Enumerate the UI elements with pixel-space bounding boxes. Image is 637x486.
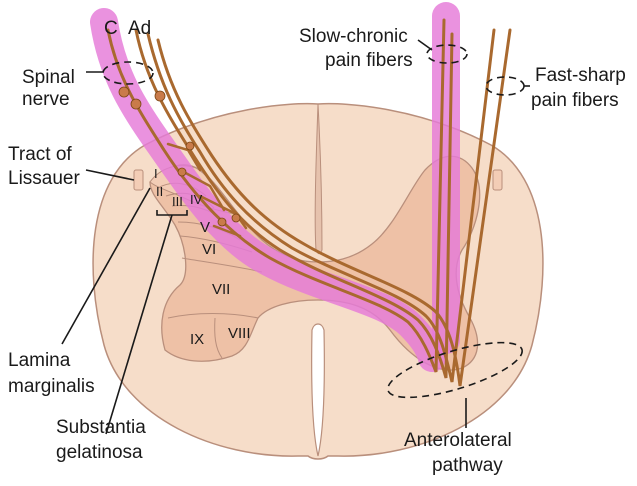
- substantia-gelatinosa-label-line1: Substantia: [56, 417, 146, 438]
- fast-sharp-label-line1: Fast-sharp: [535, 65, 626, 86]
- tract-of-lissauer-marker-right: [493, 170, 502, 190]
- slow-chronic-label-line1: Slow-chronic: [299, 26, 408, 47]
- fast-sharp-label-line2: pain fibers: [531, 90, 619, 111]
- fiber-c-label: C: [104, 18, 118, 39]
- anterolateral-pathway-label-line1: Anterolateral: [404, 430, 512, 451]
- tract-of-lissauer-label-line1: Tract of: [8, 144, 72, 165]
- lamina-6: VI: [202, 241, 216, 258]
- spinal-nerve-label-line2: nerve: [22, 89, 70, 110]
- fast-sharp-marker: [486, 77, 524, 95]
- lamina-3: III: [172, 194, 183, 209]
- anterolateral-pathway-label-line2: pathway: [432, 455, 503, 476]
- lamina-5: V: [200, 219, 210, 236]
- substantia-gelatinosa-label-line2: gelatinosa: [56, 442, 143, 463]
- lamina-marginalis-label-line1: Lamina: [8, 350, 71, 371]
- tract-of-lissauer-marker: [134, 170, 143, 190]
- lamina-7: VII: [212, 281, 230, 298]
- slow-chronic-label-line2: pain fibers: [325, 50, 413, 71]
- spinal-nerve-label-line1: Spinal: [22, 67, 75, 88]
- lamina-2: II: [156, 184, 163, 199]
- lamina-4: IV: [190, 192, 203, 207]
- lamina-8: VIII: [228, 325, 251, 342]
- lamina-1: I: [154, 166, 158, 181]
- tract-of-lissauer-label-line2: Lissauer: [8, 168, 80, 189]
- fiber-ad-label: Ad: [128, 18, 151, 39]
- lamina-marginalis-label-line2: marginalis: [8, 376, 95, 397]
- lamina-9: IX: [190, 331, 204, 348]
